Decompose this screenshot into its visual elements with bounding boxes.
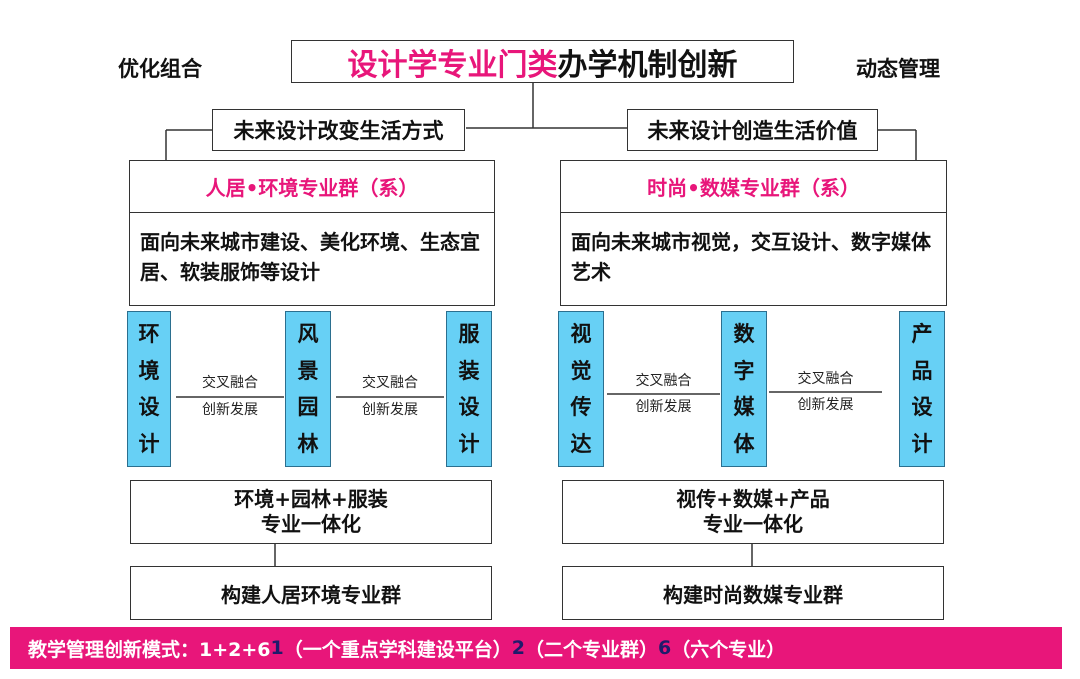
left-connector-text-1-top: 交叉融合 <box>202 375 258 391</box>
right-connector-text-2-bottom: 创新发展 <box>797 397 854 413</box>
major-char: 设 <box>911 395 933 420</box>
group-left: 人居•环境专业群（系） 面向未来城市建设、美化环境、生态宜居、软装服饰等设计 <box>129 160 495 306</box>
integration-right-line2: 专业一体化 <box>703 512 803 536</box>
footer-number-1: 1 <box>270 637 284 659</box>
right-connector-text-2-top: 交叉融合 <box>797 371 854 387</box>
build-left: 构建人居环境专业群 <box>130 566 492 620</box>
major-char: 设 <box>458 395 480 420</box>
major-char: 品 <box>911 358 933 383</box>
group-left-description: 面向未来城市建设、美化环境、生态宜居、软装服饰等设计 <box>140 230 480 284</box>
integration-right-line1: 视传+数媒+产品 <box>676 487 830 511</box>
major-char: 计 <box>911 431 933 456</box>
page-title: 设计学专业门类办学机制创新 <box>291 40 794 83</box>
major-char: 媒 <box>733 395 755 420</box>
left-connector-text-1-bottom: 创新发展 <box>202 402 258 418</box>
theme-left: 未来设计改变生活方式 <box>212 109 465 151</box>
major-visual-communication: 视觉传达 <box>558 311 604 467</box>
footer-number-2: 2 <box>511 637 525 659</box>
major-char: 境 <box>138 358 160 383</box>
footer-text-1: （一个重点学科建设平台） <box>283 638 512 661</box>
major-environment-design: 环境设计 <box>127 311 171 467</box>
integration-left-line1: 环境+园林+服装 <box>234 487 388 511</box>
group-right-name: 时尚•数媒专业群（系） <box>561 161 946 213</box>
major-char: 体 <box>733 431 755 456</box>
footer-text-2: （二个专业群） <box>525 638 659 661</box>
major-char: 数 <box>733 322 755 347</box>
major-char: 视 <box>570 322 592 347</box>
right-connector-text-1-top: 交叉融合 <box>635 373 692 389</box>
integration-left-line2: 专业一体化 <box>261 512 361 536</box>
major-char: 计 <box>138 431 160 456</box>
group-right-description: 面向未来城市视觉，交互设计、数字媒体艺术 <box>571 230 931 284</box>
major-char: 装 <box>458 358 480 383</box>
left-connector-text-2-bottom: 创新发展 <box>362 402 418 418</box>
footer-number-3: 6 <box>658 637 672 659</box>
major-char: 设 <box>138 395 160 420</box>
major-char: 林 <box>297 431 319 456</box>
major-char: 传 <box>570 395 592 420</box>
major-product-design: 产品设计 <box>899 311 945 467</box>
major-char: 觉 <box>570 358 592 383</box>
title-pink-part: 设计学专业门类 <box>347 47 558 83</box>
build-right: 构建时尚数媒专业群 <box>562 566 944 620</box>
major-char: 风 <box>297 322 319 347</box>
major-char: 达 <box>570 431 592 456</box>
left-connector-text-2-top: 交叉融合 <box>362 375 418 391</box>
corner-label-left: 优化组合 <box>118 57 202 81</box>
major-char: 环 <box>138 322 160 347</box>
group-right: 时尚•数媒专业群（系） 面向未来城市视觉，交互设计、数字媒体艺术 <box>560 160 947 306</box>
major-char: 园 <box>297 395 319 420</box>
major-fashion-design: 服装设计 <box>446 311 492 467</box>
corner-label-right: 动态管理 <box>856 57 940 81</box>
footer-prefix: 教学管理创新模式：1+2+6 <box>28 638 271 661</box>
footer-banner: 教学管理创新模式：1+2+6 1（一个重点学科建设平台）2（二个专业群）6（六个… <box>10 627 1062 669</box>
major-char: 景 <box>297 358 319 383</box>
major-char: 字 <box>733 358 755 383</box>
footer-text-3: （六个专业） <box>671 638 786 661</box>
major-char: 服 <box>458 322 480 347</box>
group-left-name: 人居•环境专业群（系） <box>130 161 494 213</box>
major-char: 计 <box>458 431 480 456</box>
major-digital-media: 数字媒体 <box>721 311 767 467</box>
integration-left: 环境+园林+服装 专业一体化 <box>130 480 492 544</box>
integration-right: 视传+数媒+产品 专业一体化 <box>562 480 944 544</box>
major-char: 产 <box>911 322 933 347</box>
theme-right: 未来设计创造生活价值 <box>627 109 878 151</box>
major-landscape-architecture: 风景园林 <box>285 311 331 467</box>
right-connector-text-1-bottom: 创新发展 <box>635 399 692 415</box>
title-black-part: 办学机制创新 <box>557 47 738 83</box>
